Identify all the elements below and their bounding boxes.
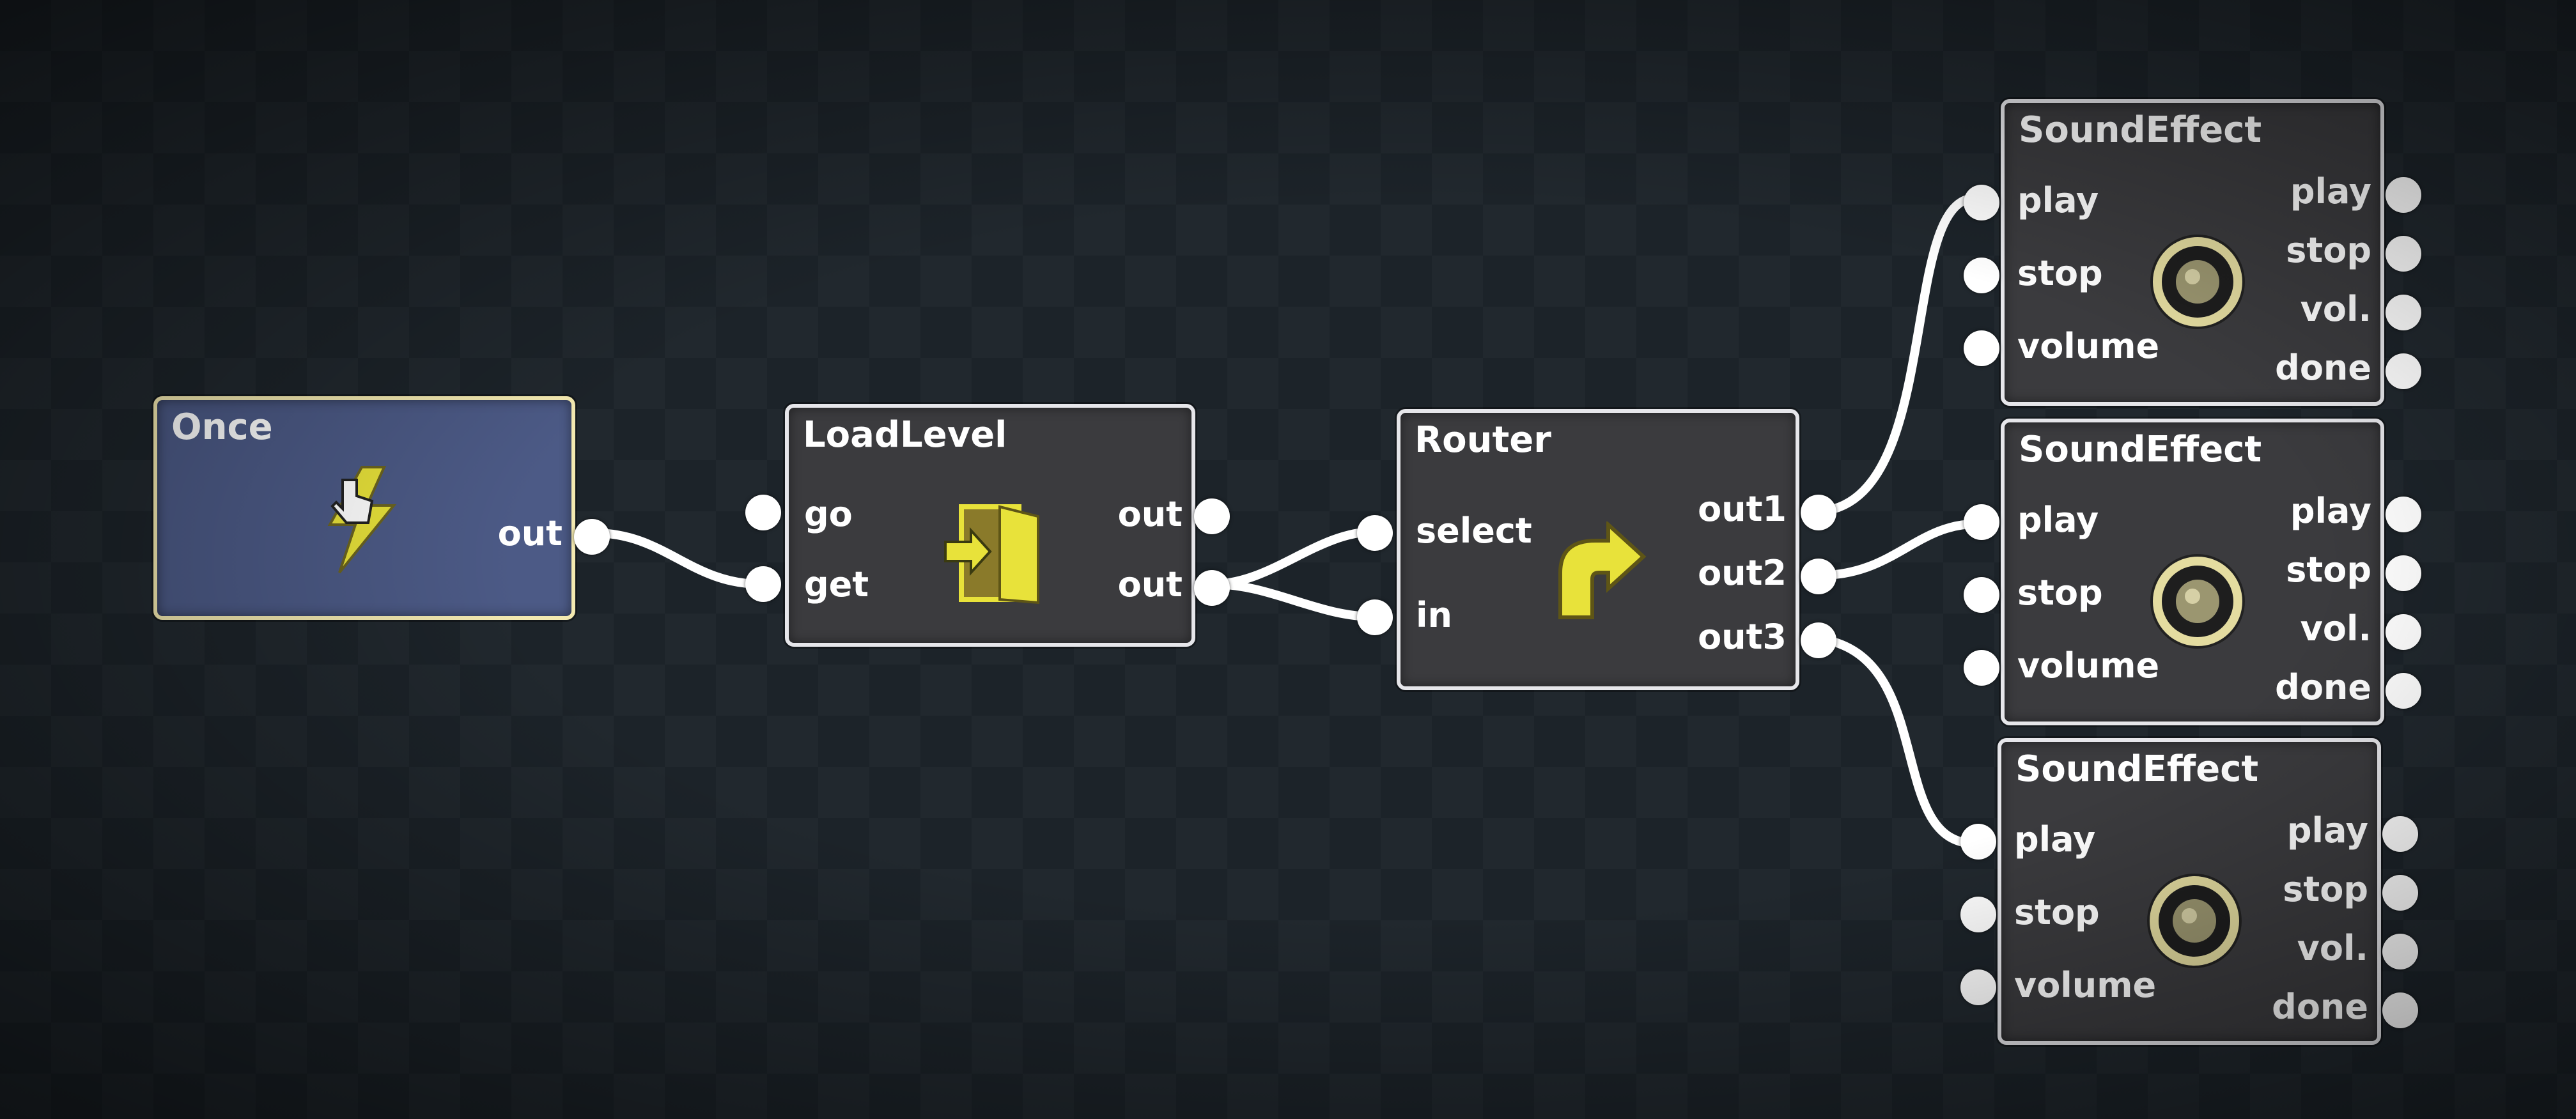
port-go[interactable] (745, 495, 781, 530)
port-volume-in[interactable] (1964, 330, 1999, 366)
port-label-stop-in: stop (2017, 573, 2103, 613)
port-label-out3: out3 (1698, 617, 1787, 657)
node-loadlevel[interactable]: LoadLevel go get out out (745, 404, 1230, 647)
port-get[interactable] (745, 566, 781, 602)
speaker-icon (2150, 554, 2245, 649)
port-stop-in[interactable] (1964, 258, 1999, 293)
wire-once-to-loadlevel-get (590, 529, 765, 589)
port-label-play-out: play (2286, 810, 2368, 851)
port-label-out1: out1 (1698, 489, 1787, 529)
port-out2[interactable] (1801, 559, 1836, 594)
port-stop-out[interactable] (2382, 875, 2418, 911)
node-soundeffect-3[interactable]: SoundEffect play stop volume play stop v… (1960, 738, 2418, 1045)
port-out1[interactable] (1801, 495, 1836, 530)
port-play-in[interactable] (1964, 504, 1999, 540)
port-label-volume-in: volume (2017, 326, 2160, 366)
port-play-out[interactable] (2386, 177, 2421, 213)
wire-router-out1-to-sound1-play (1817, 194, 1980, 516)
port-label-play-in: play (2014, 819, 2096, 860)
port-stop-out[interactable] (2386, 236, 2421, 272)
door-exit-icon (944, 504, 1039, 605)
node-title: Once (171, 406, 273, 448)
node-soundeffect-1[interactable]: SoundEffect play stop volume play stop v… (1964, 99, 2421, 406)
node-once[interactable]: Once out (153, 396, 610, 620)
port-out3[interactable] (1801, 622, 1836, 658)
port-label-stop-out: stop (2283, 869, 2368, 909)
port-stop-in[interactable] (1964, 577, 1999, 613)
port-play-in[interactable] (1960, 824, 1996, 860)
port-label-stop-in: stop (2014, 892, 2100, 932)
port-out-1[interactable] (1194, 498, 1230, 534)
wire-router-out2-to-sound2-play (1817, 520, 1980, 580)
port-label-play-in: play (2017, 180, 2099, 220)
port-label-go: go (804, 494, 853, 534)
router-arrow-icon (1558, 521, 1647, 619)
port-vol-out[interactable] (2382, 934, 2418, 969)
speaker-icon (2147, 874, 2242, 968)
port-label-vol-out: vol. (2297, 928, 2368, 968)
wire-router-out3-to-sound3-play (1817, 635, 1980, 848)
port-out-2[interactable] (1194, 570, 1230, 606)
port-label-done-out: done (2275, 667, 2371, 707)
port-select[interactable] (1357, 515, 1393, 551)
node-title: SoundEffect (2015, 748, 2259, 790)
node-soundeffect-2[interactable]: SoundEffect play stop volume play stop v… (1964, 419, 2421, 725)
port-label-done-out: done (2272, 987, 2368, 1027)
port-label-stop-in: stop (2017, 253, 2103, 293)
port-label-volume-in: volume (2017, 645, 2160, 686)
port-label-in: in (1416, 595, 1452, 635)
node-title: SoundEffect (2019, 429, 2262, 470)
port-label-vol-out: vol. (2300, 289, 2371, 329)
port-in[interactable] (1357, 599, 1393, 635)
port-done-out[interactable] (2386, 673, 2421, 709)
port-label-select: select (1416, 511, 1532, 551)
port-label-volume-in: volume (2014, 965, 2157, 1005)
port-label-done-out: done (2275, 348, 2371, 388)
port-vol-out[interactable] (2386, 295, 2421, 330)
wire-loadlevel-to-router-in (1208, 580, 1379, 621)
port-label-get: get (804, 564, 869, 605)
port-play-in[interactable] (1964, 185, 1999, 220)
port-label-play-out: play (2290, 491, 2371, 531)
port-done-out[interactable] (2382, 992, 2418, 1028)
port-label-out-2: out (1117, 564, 1183, 605)
port-label-stop-out: stop (2286, 230, 2371, 270)
port-play-out[interactable] (2382, 816, 2418, 852)
port-label-out: out (497, 513, 563, 553)
port-stop-in[interactable] (1960, 897, 1996, 932)
node-router[interactable]: Router select in out1 out2 out3 (1357, 409, 1836, 690)
port-out[interactable] (574, 519, 610, 555)
port-play-out[interactable] (2386, 497, 2421, 532)
port-label-play-in: play (2017, 500, 2099, 540)
speaker-icon (2150, 235, 2245, 329)
port-vol-out[interactable] (2386, 614, 2421, 650)
wire-loadlevel-to-router-select (1208, 527, 1379, 589)
lightning-hand-icon (327, 466, 397, 574)
port-label-out2: out2 (1698, 553, 1787, 593)
port-volume-in[interactable] (1960, 969, 1996, 1005)
port-label-vol-out: vol. (2300, 608, 2371, 649)
port-done-out[interactable] (2386, 353, 2421, 389)
port-stop-out[interactable] (2386, 555, 2421, 591)
node-title: LoadLevel (803, 414, 1007, 456)
node-title: SoundEffect (2019, 109, 2262, 151)
port-label-stop-out: stop (2286, 550, 2371, 590)
port-label-play-out: play (2290, 171, 2371, 212)
port-volume-in[interactable] (1964, 650, 1999, 686)
port-label-out-1: out (1117, 494, 1183, 534)
node-title: Router (1415, 419, 1551, 461)
